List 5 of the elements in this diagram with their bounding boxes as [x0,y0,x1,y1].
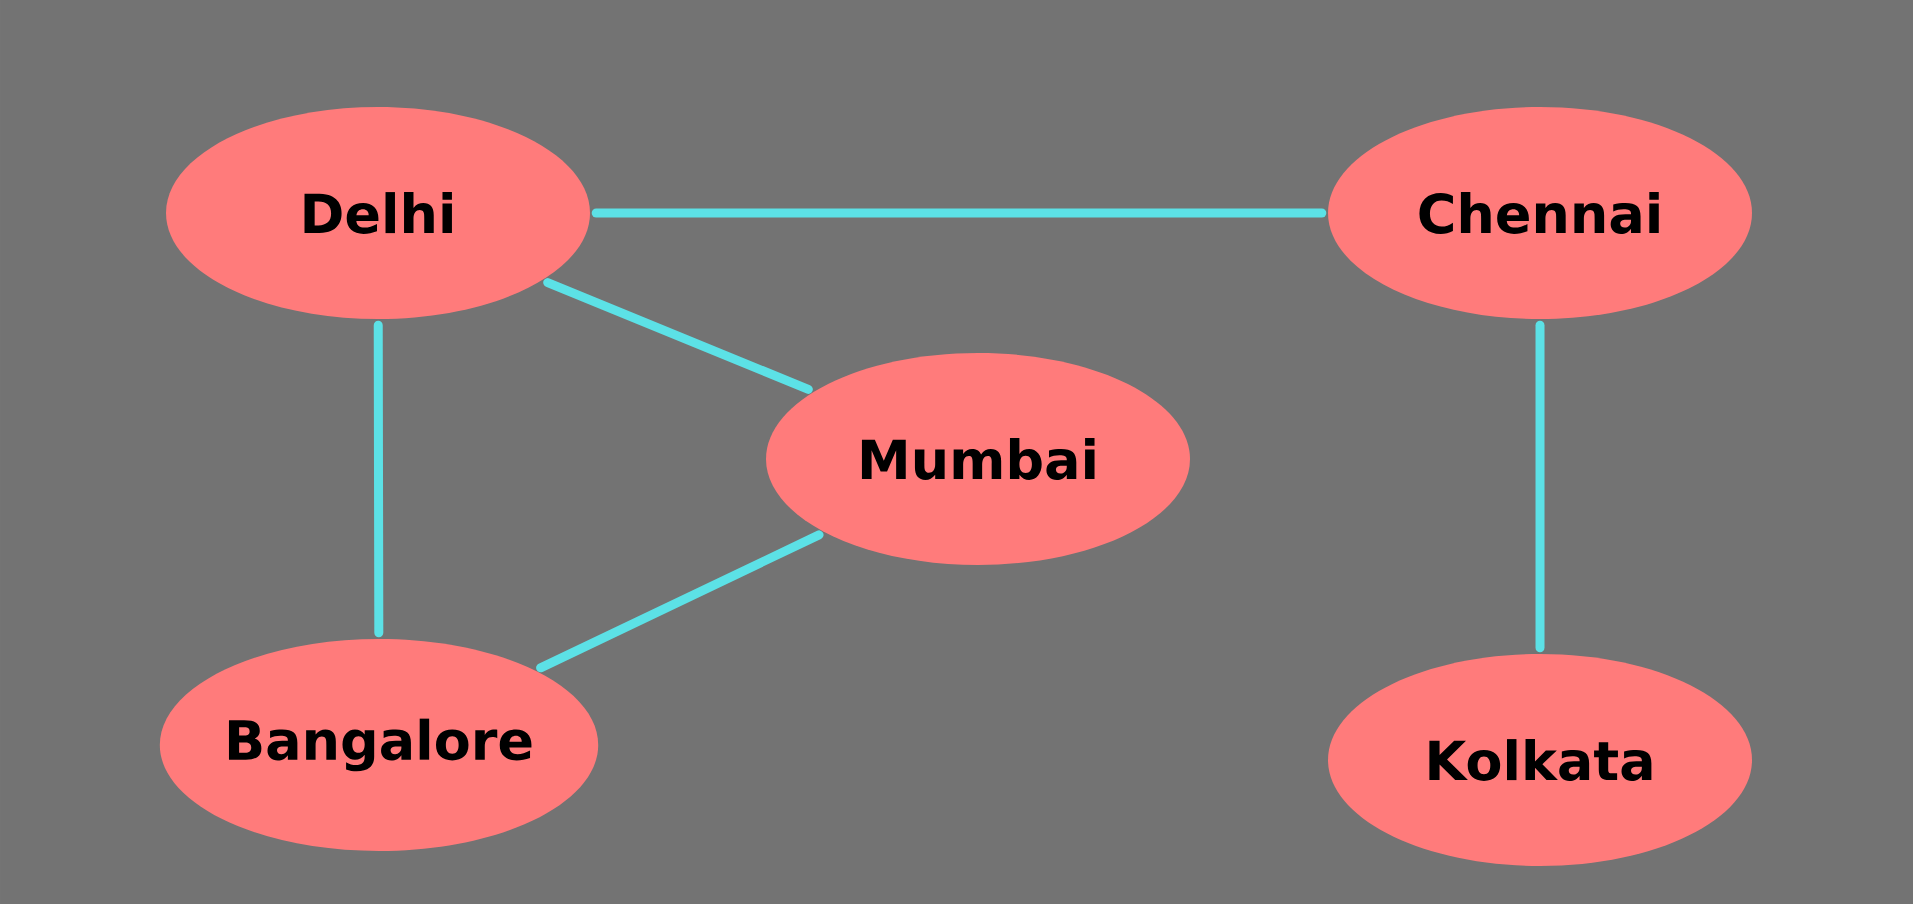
connector-line [591,208,1327,218]
connector-line [543,278,813,394]
connector-line [1535,320,1545,653]
connector-line [536,530,824,673]
connector-line [373,320,384,638]
